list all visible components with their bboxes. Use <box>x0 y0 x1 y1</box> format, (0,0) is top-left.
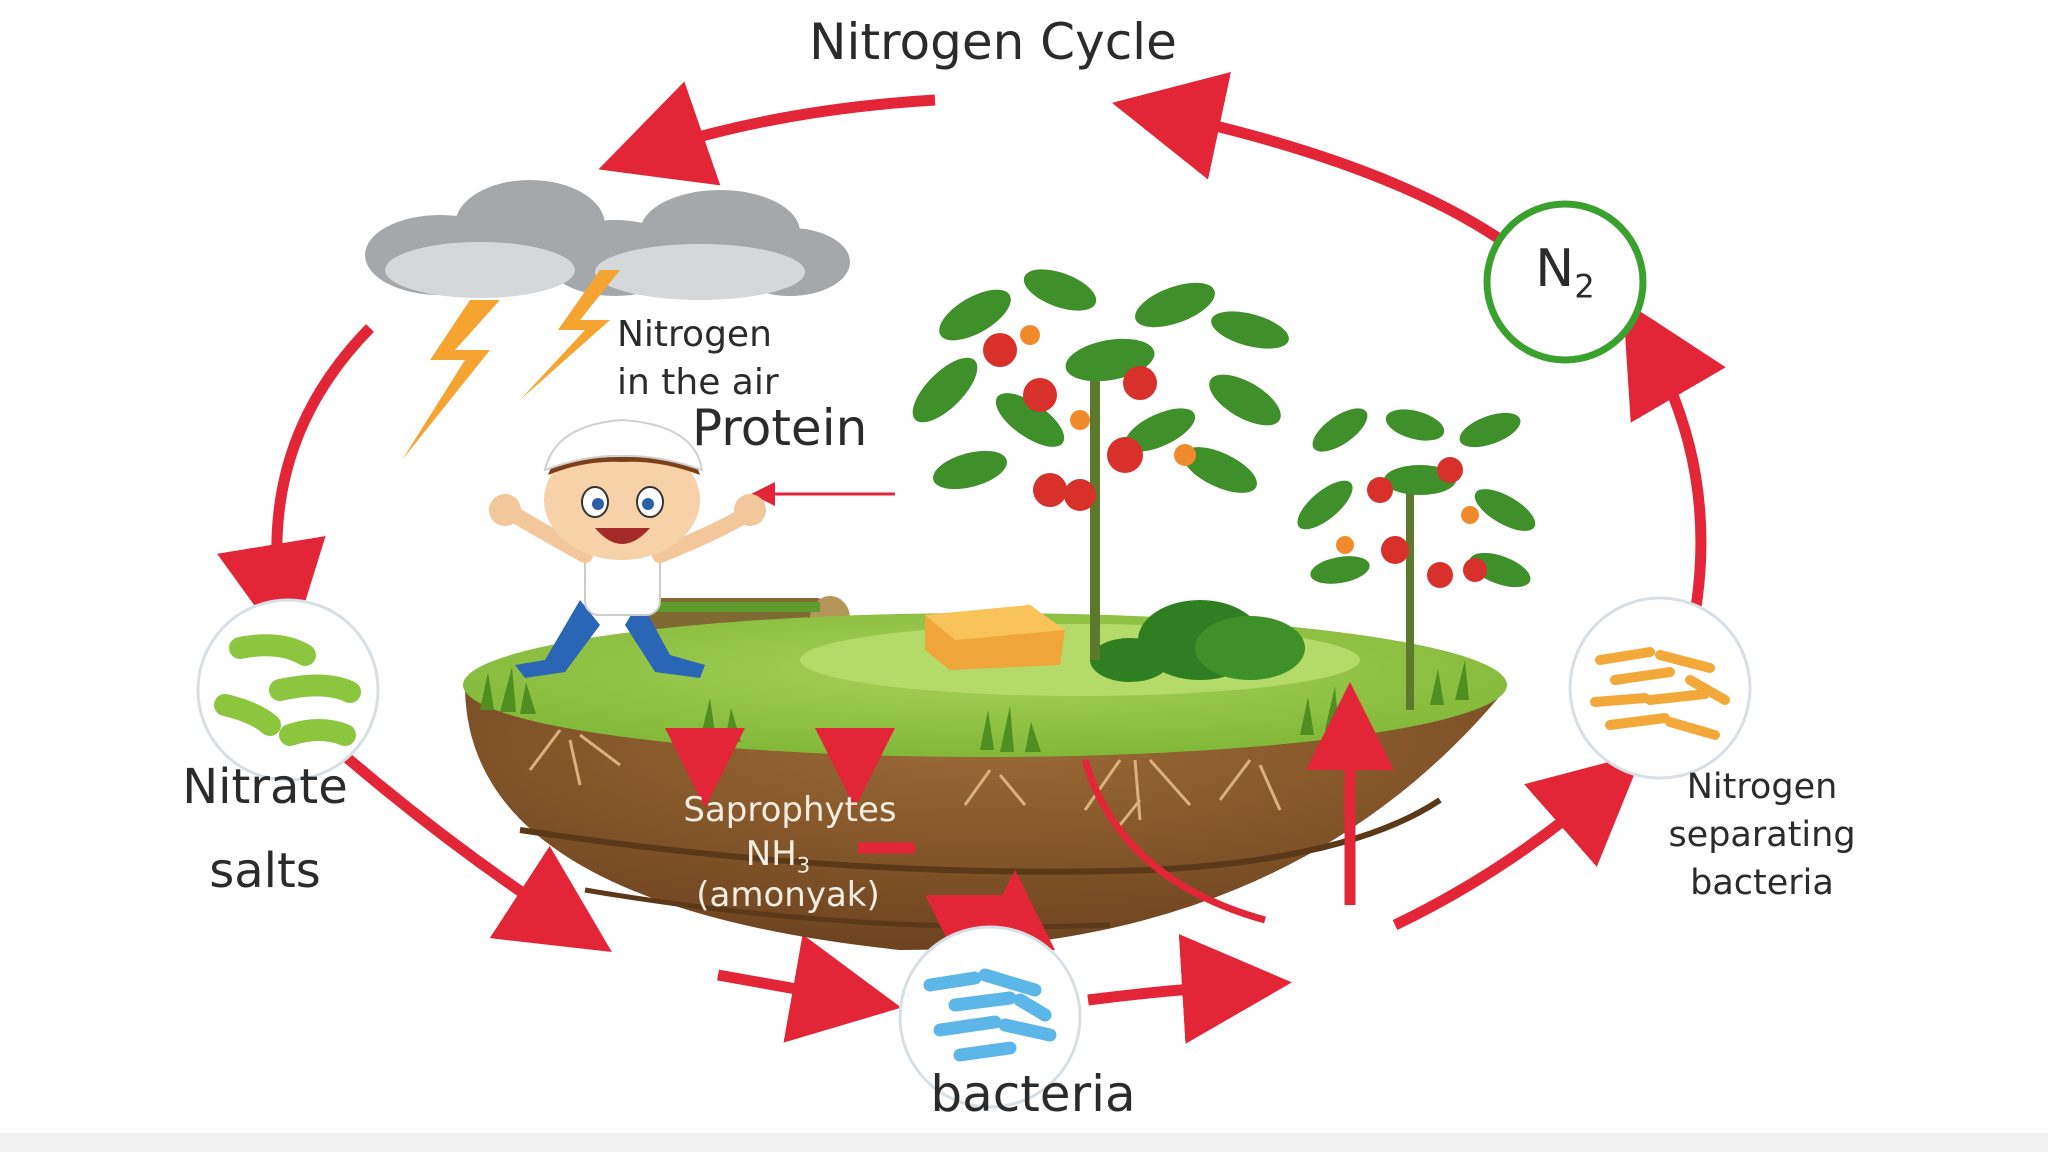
label-separating-bacteria-line3: bacteria <box>1690 863 1834 903</box>
n2-ring <box>1483 200 1647 364</box>
orange-bacteria-icon <box>1568 596 1752 780</box>
arrow-to-top <box>1111 71 1502 243</box>
label-separating-bacteria-line1: Nitrogen <box>1686 767 1838 807</box>
arrow-to-cloud <box>598 81 936 186</box>
tomato-tree-icon <box>1297 408 1536 710</box>
hay-bale-icon <box>925 605 1065 670</box>
arrow-to-separating <box>1392 752 1644 930</box>
label-separating-bacteria-line2: separating <box>1668 815 1856 855</box>
bottom-strip <box>0 1133 2048 1152</box>
label-nitrate-salts-line1: Nitrate <box>182 759 348 815</box>
label-nitrogen-in-air-line2: in the air <box>617 362 779 403</box>
storm-cloud-icon <box>365 180 850 460</box>
label-amonyak: (amonyak) <box>696 875 880 915</box>
blue-bacteria-icon <box>898 925 1082 1109</box>
label-protein: Protein <box>692 399 868 457</box>
label-nitrogen-in-air: Nitrogen in the air <box>617 311 779 407</box>
label-nh3-sub: 3 <box>796 852 811 878</box>
bush-icon <box>1090 600 1305 682</box>
arrow-from-nitrate <box>341 751 612 952</box>
nitrate-bacteria-icon <box>196 598 380 782</box>
label-nh3: NH3 <box>746 835 810 877</box>
arrow-to-nitrate <box>217 324 374 654</box>
label-nitrate-salts: Nitrate salts <box>182 745 348 913</box>
diagram-title: Nitrogen Cycle <box>809 13 1177 71</box>
label-bacteria: bacteria <box>930 1065 1136 1123</box>
lightning-icon <box>402 270 620 460</box>
label-nitrogen-in-air-line1: Nitrogen <box>617 314 772 355</box>
label-n2-base: N <box>1535 239 1575 299</box>
label-n2: N2 <box>1535 240 1594 304</box>
label-nitrate-salts-line2: salts <box>209 843 321 899</box>
cycle-arrows <box>217 71 1726 1044</box>
arrow-to-n2 <box>1622 299 1726 627</box>
label-nh3-base: NH <box>745 834 797 874</box>
boy-icon <box>489 418 766 678</box>
arrow-to-bacteria <box>717 934 902 1043</box>
tomato-tree-icon <box>912 269 1289 660</box>
label-n2-sub: 2 <box>1574 267 1595 306</box>
label-saprophytes: Saprophytes <box>683 790 897 830</box>
arrow-from-bacteria <box>1087 934 1292 1044</box>
label-separating-bacteria: Nitrogen separating bacteria <box>1668 763 1855 907</box>
